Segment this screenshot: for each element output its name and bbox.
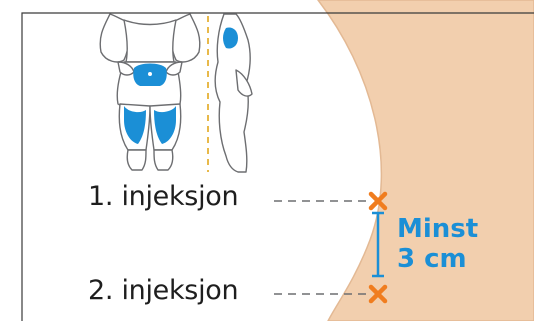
first-injection-label: 1. injeksjon	[88, 181, 238, 212]
distance-label: Minst 3 cm	[397, 214, 478, 274]
front-body-figure	[100, 14, 200, 170]
distance-label-line2: 3 cm	[397, 244, 478, 274]
distance-label-line1: Minst	[397, 214, 478, 244]
navel	[148, 72, 152, 76]
second-injection-label: 2. injeksjon	[88, 275, 238, 306]
